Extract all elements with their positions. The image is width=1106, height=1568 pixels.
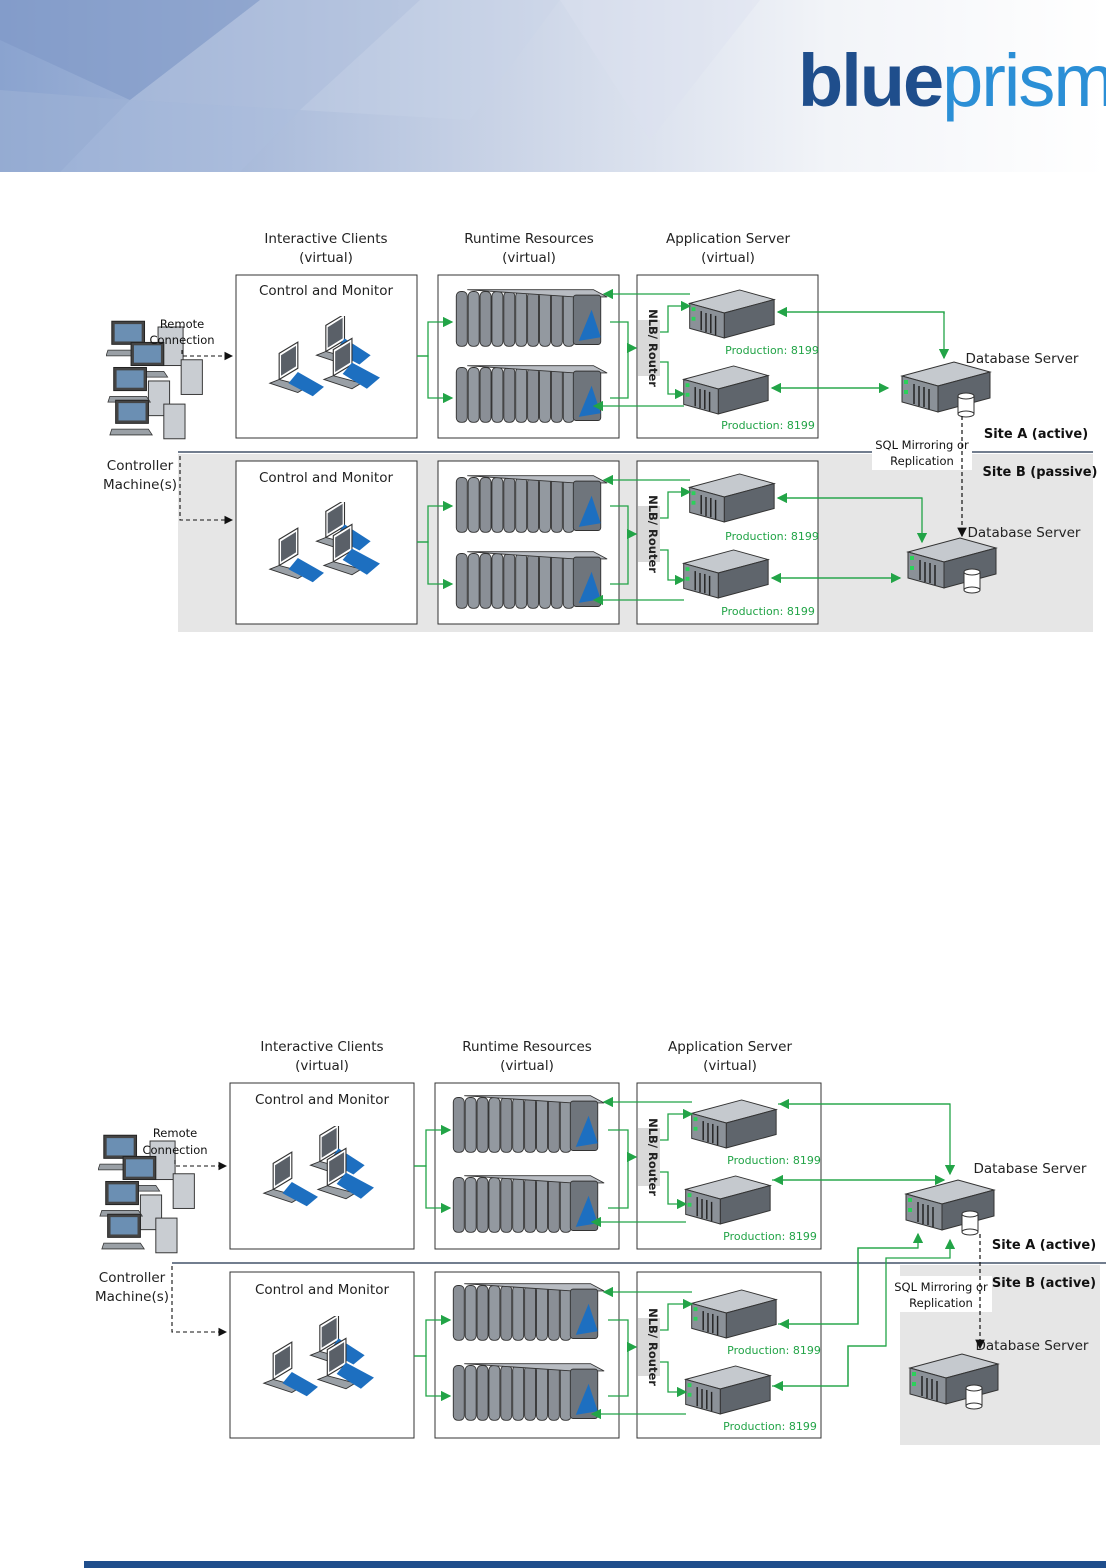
production-port-label: Production: 8199 [727,1344,821,1357]
production-port-label: Production: 8199 [723,1420,817,1433]
page-header: blueprism® [0,0,1106,172]
remote-connection-label: Remote [160,317,204,331]
green-connectors [414,1096,956,1420]
control-monitor-a-label: Control and Monitor [259,283,394,299]
database-server-a-label: Database Server [974,1161,1087,1177]
runtime-rack-icon [452,1095,605,1153]
runtime-rack-icon [452,1283,605,1341]
remote-connection-label-2: Connection [142,1143,207,1157]
nlb-router-b-label: NLB/ Router [646,495,660,573]
col-clients-title: Interactive Clients [260,1039,383,1055]
site-a-label: Site A (active) [984,427,1088,442]
database-server-a-label: Database Server [966,351,1079,367]
production-port-label: Production: 8199 [721,419,815,432]
site-b-label: Site B (active) [992,1276,1096,1291]
col-runtime-title: Runtime Resources [464,231,594,247]
col-app-sub: (virtual) [703,1058,757,1074]
sql-mirroring-label: SQL Mirroring or [894,1280,988,1294]
nlb-router-a [638,320,660,376]
nlb-router-a-label: NLB/ Router [646,1118,660,1196]
diagram-site-a-active-site-b-active: Interactive Clients (virtual) Runtime Re… [0,1030,1106,1450]
production-port-label: Production: 8199 [727,1154,821,1167]
sql-mirroring-label: SQL Mirroring or [875,438,969,452]
col-clients-title: Interactive Clients [264,231,387,247]
blueprism-logo: blueprism® [798,39,1106,122]
site-b-label: Site B (passive) [983,465,1098,480]
col-runtime-sub: (virtual) [502,250,556,266]
controller-label-2: Machine(s) [103,477,177,493]
footer-bar [84,1561,1106,1568]
nlb-router-b-label: NLB/ Router [646,1308,660,1386]
header-background [0,0,1106,172]
nlb-router-a-label: NLB/ Router [646,309,660,387]
diagram-site-a-active-site-b-passive: Interactive Clients (virtual) Runtime Re… [0,222,1106,634]
green-connectors [417,288,950,606]
database-server-icon [905,1179,995,1236]
diagram-2-canvas: Interactive Clients (virtual) Runtime Re… [95,1039,1106,1445]
replication-label: Replication [890,454,954,468]
runtime-rack-icon [455,365,608,423]
col-runtime-title: Runtime Resources [462,1039,592,1055]
col-app-title: Application Server [668,1039,792,1055]
remote-connection-arrows [171,1160,228,1337]
database-server-icon [901,361,991,418]
col-runtime-sub: (virtual) [500,1058,554,1074]
production-port-label: Production: 8199 [725,344,819,357]
col-app-title: Application Server [666,231,790,247]
nlb-router-b [638,506,660,562]
controller-label: Controller [99,1270,166,1286]
runtime-rack-icon [455,475,608,533]
database-server-b-label: Database Server [968,525,1081,541]
diagram-1-canvas: Interactive Clients (virtual) Runtime Re… [103,231,1098,632]
site-a-label: Site A (active) [992,1238,1096,1253]
sql-mirroring-label-bg [872,434,972,470]
database-server-b-label: Database Server [976,1338,1089,1354]
production-port-label: Production: 8199 [721,605,815,618]
remote-connection-arrows [179,350,234,525]
col-clients-sub: (virtual) [299,250,353,266]
col-app-sub: (virtual) [701,250,755,266]
replication-label: Replication [909,1296,973,1310]
sql-mirroring-label-bg [890,1276,992,1312]
production-port-label: Production: 8199 [723,1230,817,1243]
runtime-rack-icon [452,1175,605,1233]
control-monitor-b-label: Control and Monitor [255,1282,390,1298]
remote-connection-label-2: Connection [149,333,214,347]
nlb-router-a [638,1128,660,1186]
col-clients-sub: (virtual) [295,1058,349,1074]
controller-label: Controller [107,458,174,474]
remote-connection-label: Remote [153,1126,197,1140]
runtime-rack-icon [455,289,608,347]
production-port-label: Production: 8199 [725,530,819,543]
controller-label-2: Machine(s) [95,1289,169,1305]
control-monitor-a-label: Control and Monitor [255,1092,390,1108]
nlb-router-b [638,1318,660,1376]
runtime-rack-icon [452,1363,605,1421]
runtime-rack-icon [455,551,608,609]
control-monitor-b-label: Control and Monitor [259,470,394,486]
